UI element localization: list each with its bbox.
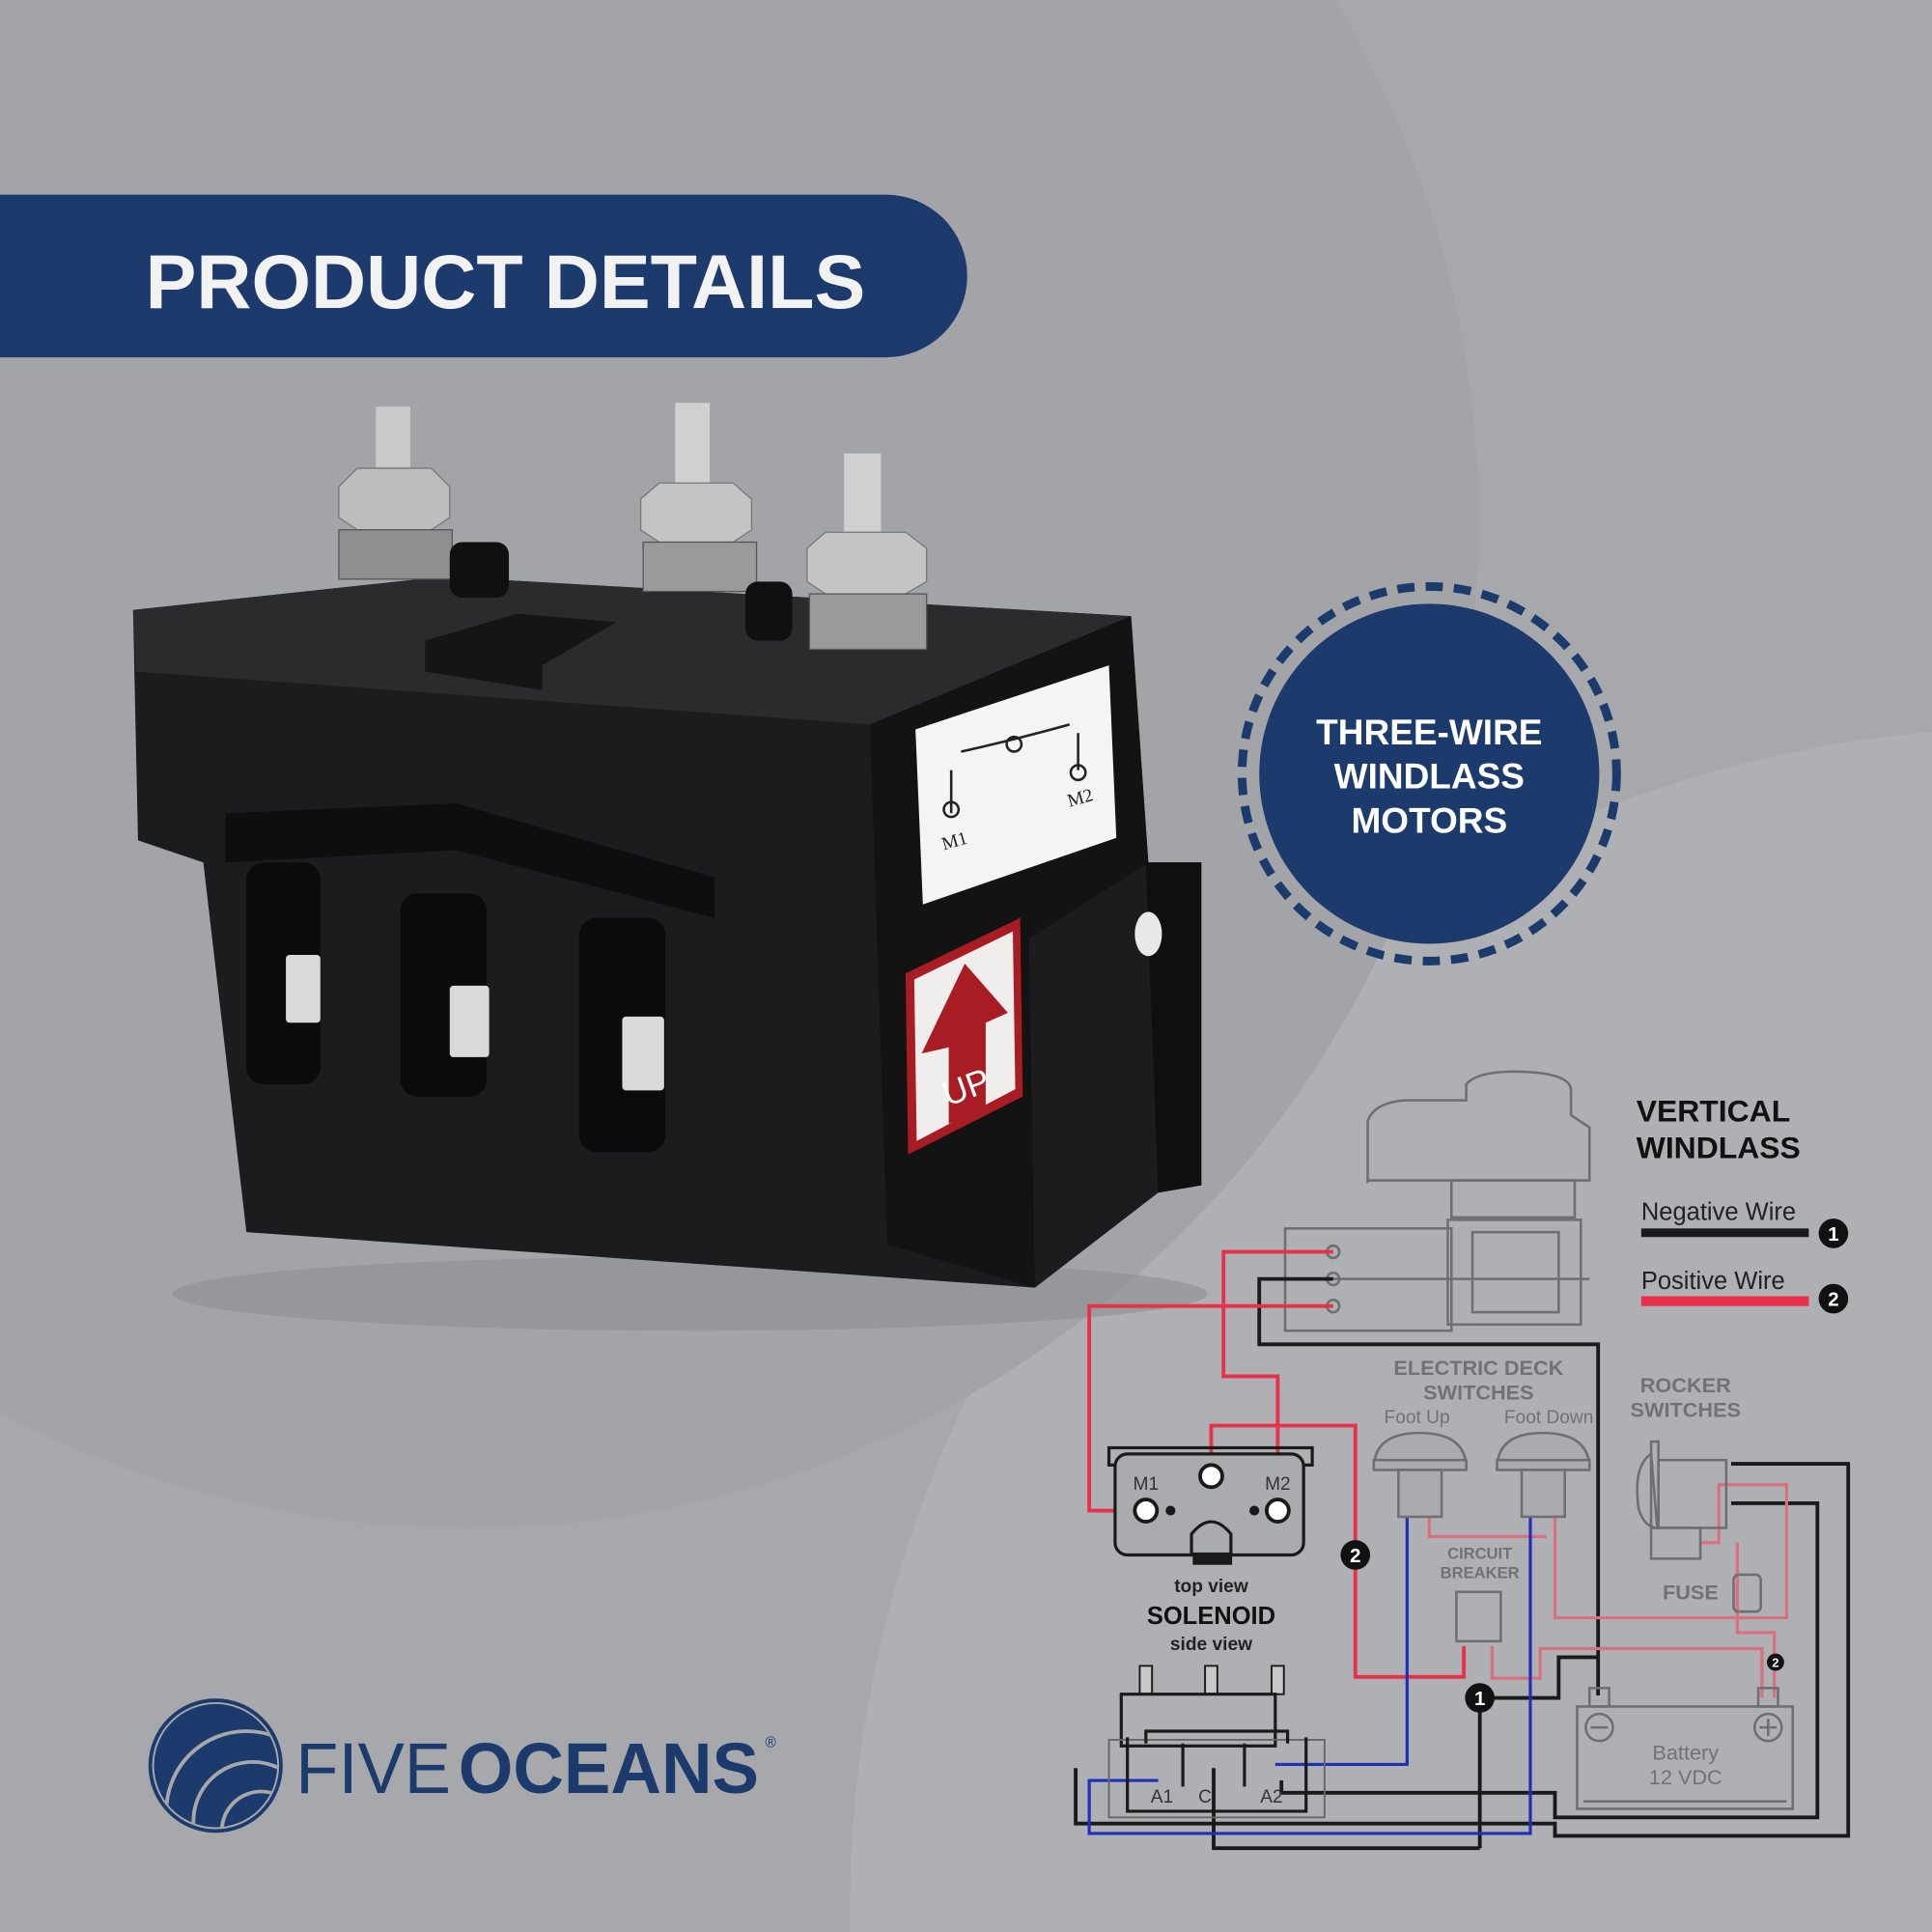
- badge-line: THREE-WIRE: [1316, 713, 1542, 752]
- terminal-studs: [338, 403, 928, 651]
- legend-positive-wire: Positive Wire 2: [1640, 1268, 1849, 1314]
- legend-negative-wire: Negative Wire 1: [1640, 1198, 1849, 1248]
- deck-switches-title: SWITCHES: [1423, 1381, 1533, 1405]
- circuit-breaker-title: CIRCUIT: [1447, 1544, 1512, 1562]
- control-wires: [1087, 1515, 1532, 1835]
- terminal-m2-label: M2: [1265, 1474, 1291, 1495]
- fuse-label: FUSE: [1663, 1580, 1719, 1604]
- legend-label: Negative Wire: [1641, 1198, 1796, 1225]
- terminal-a2-label: A2: [1260, 1787, 1282, 1807]
- legend-label: Positive Wire: [1641, 1268, 1785, 1295]
- mounting-hole: [1134, 911, 1162, 957]
- marker-positive: 2: [1340, 1540, 1371, 1570]
- deck-switches-title: ELECTRIC DECK: [1393, 1356, 1563, 1380]
- fuse-icon: [1732, 1573, 1762, 1613]
- page-title: PRODUCT DETAILS: [146, 238, 866, 324]
- foot-switch-up: [1372, 1431, 1468, 1519]
- solenoid-top-view-label: top view: [1174, 1577, 1248, 1597]
- foot-down-label: Foot Down: [1504, 1408, 1593, 1428]
- badge-line: MOTORS: [1351, 801, 1507, 841]
- marker-number: 2: [1350, 1546, 1360, 1567]
- marker-number: 1: [1474, 1689, 1485, 1710]
- solenoid-side-view: [1107, 1665, 1326, 1819]
- marker-negative: 1: [1465, 1683, 1495, 1713]
- legend-number: 2: [1828, 1290, 1838, 1311]
- fiveoceans-logo: FIVE OCEANS ®: [148, 1698, 776, 1834]
- circuit-breaker-title: BREAKER: [1441, 1564, 1520, 1582]
- battery-icon: [1576, 1687, 1795, 1810]
- battery-voltage: 12 VDC: [1649, 1765, 1722, 1789]
- three-wire-badge: THREE-WIRE WINDLASS MOTORS: [1237, 581, 1621, 966]
- badge-line: WINDLASS: [1334, 757, 1525, 797]
- marker-number: 2: [1772, 1656, 1778, 1670]
- rocker-switches-title: ROCKER: [1640, 1373, 1731, 1397]
- solenoid-product-photo: M1 M2 UP: [132, 403, 1208, 1331]
- logo-oceans: OCEANS: [459, 1728, 759, 1808]
- foot-up-label: Foot Up: [1385, 1408, 1450, 1428]
- circuit-breaker-icon: [1455, 1590, 1502, 1643]
- solenoid-title: SOLENOID: [1147, 1603, 1275, 1630]
- solenoid-top-view: M1 M2: [1106, 1445, 1314, 1565]
- foot-switch-down: [1496, 1431, 1591, 1519]
- logo-five: FIVE: [295, 1728, 451, 1808]
- diagram-title: WINDLASS: [1637, 1131, 1801, 1165]
- diagram-title: VERTICAL: [1637, 1093, 1790, 1128]
- title-banner: PRODUCT DETAILS: [0, 194, 967, 358]
- spade-terminals: [286, 955, 664, 1091]
- battery-label: Battery: [1652, 1740, 1719, 1764]
- rocker-switch-icon: [1636, 1440, 1728, 1560]
- up-arrow-icon: [921, 963, 1008, 1124]
- terminal-m1-label: M1: [1134, 1474, 1160, 1495]
- legend-number: 1: [1828, 1224, 1838, 1246]
- wiring-diagram: VERTICAL WINDLASS Negative Wire 1 Positi…: [1074, 1070, 1851, 1851]
- terminal-c-label: C: [1198, 1787, 1212, 1807]
- rocker-switches-title: SWITCHES: [1631, 1398, 1741, 1422]
- connector-housing: [225, 803, 715, 918]
- marker-positive-small: 2: [1766, 1653, 1784, 1671]
- negative-wires: [1074, 1276, 1851, 1851]
- registered-mark: ®: [765, 1735, 776, 1751]
- solenoid-side-view-label: side view: [1170, 1635, 1252, 1655]
- terminal-a1-label: A1: [1151, 1787, 1173, 1807]
